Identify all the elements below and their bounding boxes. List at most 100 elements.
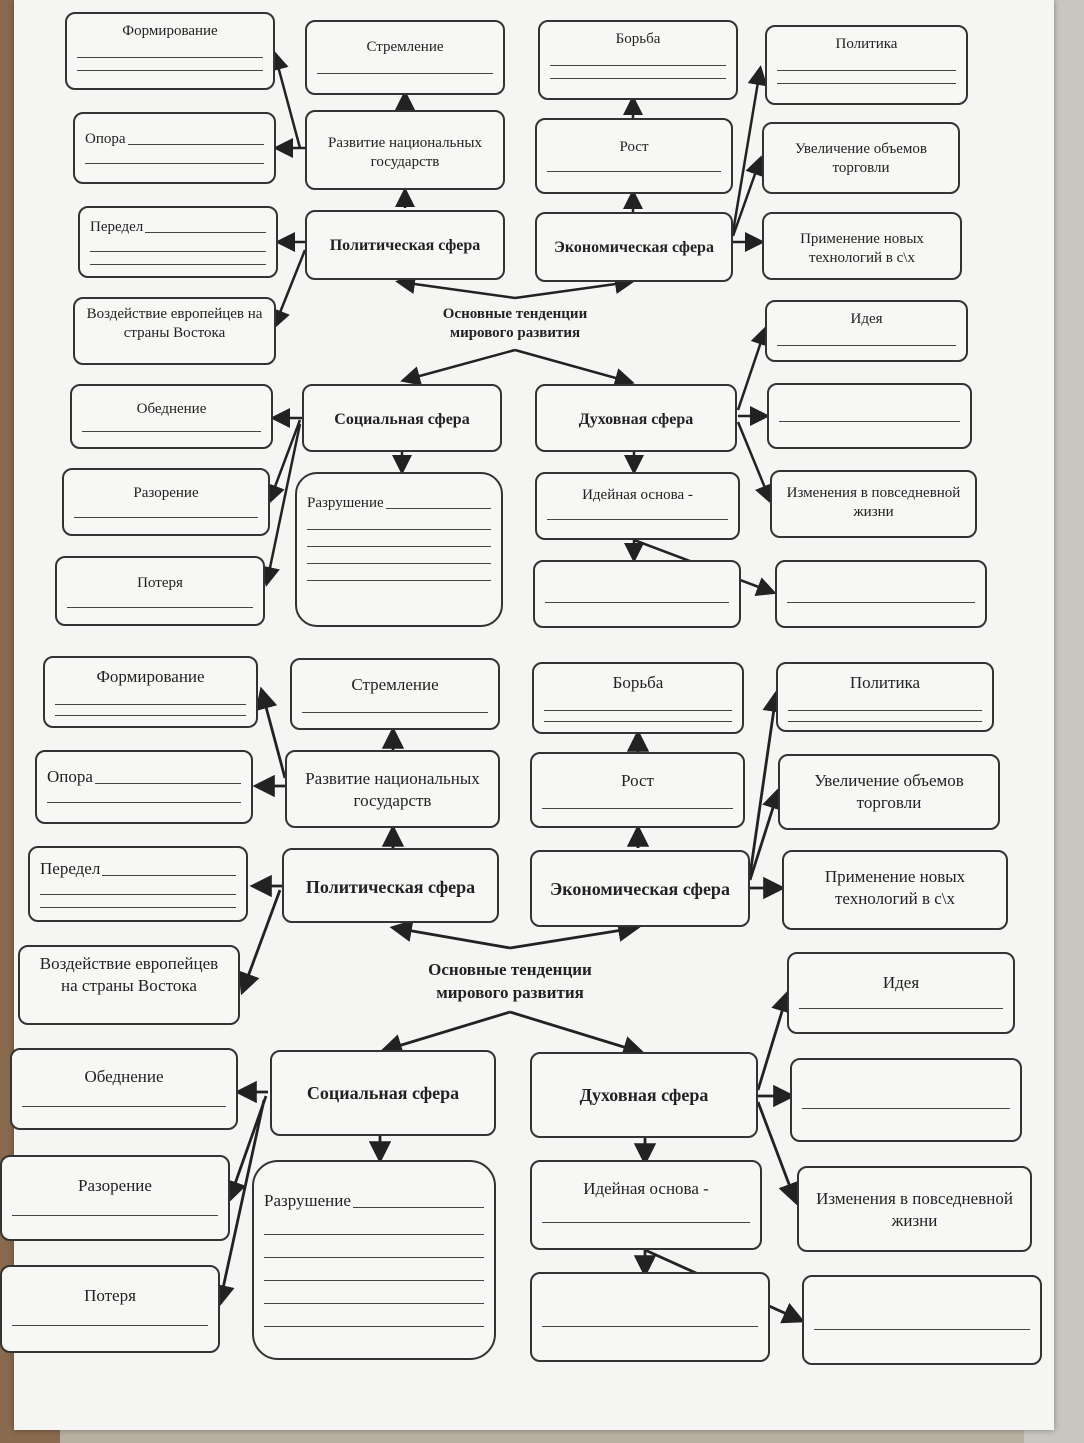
answer-line[interactable] (90, 251, 266, 252)
diagram-top: Политическая сфера Развитие национальных… (0, 0, 1084, 640)
answer-line[interactable] (550, 65, 726, 66)
tech-label: Применение новых технологий в с\х (800, 231, 924, 266)
answer-line[interactable] (55, 704, 246, 705)
policy-box: Политика (765, 25, 968, 105)
answer-line[interactable] (55, 715, 246, 716)
trade-label: Увеличение объемов торговли (794, 141, 927, 176)
answer-line[interactable] (127, 144, 264, 145)
loss-label: Потеря (84, 1286, 136, 1305)
destruction-label: Разрушение (264, 1191, 351, 1210)
answer-line[interactable] (94, 783, 241, 784)
struggle-box: Борьба (532, 662, 744, 734)
answer-line[interactable] (12, 1215, 218, 1216)
impoverishment-label: Обеднение (136, 401, 207, 417)
answer-line[interactable] (542, 1326, 758, 1327)
social-sphere-box: Социальная сфера (302, 384, 502, 452)
economic-sphere-box: Экономическая сфера (535, 212, 733, 282)
development-box: Развитие национальных государств (305, 110, 505, 190)
economic-sphere-label: Экономическая сфера (554, 239, 714, 256)
development-label: Развитие национальных государств (305, 769, 480, 810)
answer-line[interactable] (77, 57, 263, 58)
answer-line[interactable] (385, 508, 491, 509)
impoverishment-box: Обеднение (10, 1048, 238, 1130)
answer-line[interactable] (542, 1222, 750, 1223)
answer-line[interactable] (82, 431, 261, 432)
answer-line[interactable] (547, 171, 721, 172)
answer-line[interactable] (542, 808, 733, 809)
answer-line[interactable] (264, 1257, 484, 1258)
answer-line[interactable] (802, 1108, 1010, 1109)
impact-label: Воздействие европейцев на страны Востока (86, 306, 263, 341)
answer-line[interactable] (102, 875, 236, 876)
answer-line[interactable] (779, 421, 960, 422)
answer-line[interactable] (85, 163, 264, 164)
answer-line[interactable] (264, 1280, 484, 1281)
answer-line[interactable] (264, 1234, 484, 1235)
answer-line[interactable] (544, 710, 732, 711)
answer-line[interactable] (547, 519, 728, 520)
basis-answer-box (533, 560, 741, 628)
daily-label: Изменения в повседневной жизни (816, 1189, 1013, 1230)
destruction-box: Разрушение (252, 1160, 496, 1360)
answer-line[interactable] (545, 602, 729, 603)
formation-box: Формирование (65, 12, 275, 90)
answer-line[interactable] (40, 907, 236, 908)
loss-label: Потеря (137, 575, 183, 591)
answer-line[interactable] (550, 78, 726, 79)
answer-line[interactable] (814, 1329, 1030, 1330)
policy-box: Политика (776, 662, 994, 732)
answer-line[interactable] (788, 721, 982, 722)
formation-label: Формирование (96, 667, 205, 686)
redivision-label: Передел (40, 859, 101, 878)
growth-label: Рост (621, 771, 654, 790)
answer-line[interactable] (307, 529, 491, 530)
spiritual-sphere-box: Духовная сфера (530, 1052, 758, 1138)
answer-line[interactable] (145, 232, 266, 233)
struggle-label: Борьба (615, 31, 661, 47)
answer-line[interactable] (788, 710, 982, 711)
answer-line[interactable] (77, 70, 263, 71)
spiritual-sphere-box: Духовная сфера (535, 384, 737, 452)
growth-box: Рост (530, 752, 745, 828)
tech-label: Применение новых технологий в с\х (824, 867, 966, 908)
loss-box: Потеря (55, 556, 265, 626)
impact-box: Воздействие европейцев на страны Востока (73, 297, 276, 365)
daily-box: Изменения в повседневной жизни (797, 1166, 1032, 1252)
answer-line[interactable] (47, 802, 241, 803)
aspiration-label: Стремление (366, 39, 444, 55)
answer-line[interactable] (264, 1326, 484, 1327)
answer-line[interactable] (74, 517, 258, 518)
answer-line[interactable] (307, 580, 491, 581)
answer-line[interactable] (317, 73, 493, 74)
answer-line[interactable] (307, 563, 491, 564)
policy-label: Политика (849, 673, 921, 692)
answer-line[interactable] (307, 546, 491, 547)
loss-box: Потеря (0, 1265, 220, 1353)
support-label: Опора (47, 767, 93, 786)
political-sphere-label: Политическая сфера (329, 237, 481, 254)
spiritual-blank-box (790, 1058, 1022, 1142)
answer-line[interactable] (777, 345, 956, 346)
answer-line[interactable] (12, 1325, 208, 1326)
answer-line[interactable] (799, 1008, 1003, 1009)
answer-line[interactable] (352, 1207, 484, 1208)
support-box: Опора (35, 750, 253, 824)
struggle-label: Борьба (612, 673, 664, 692)
answer-line[interactable] (777, 83, 956, 84)
destruction-label: Разрушение (307, 495, 384, 511)
answer-line[interactable] (67, 607, 253, 608)
answer-line[interactable] (264, 1303, 484, 1304)
basis-box: Идейная основа - (535, 472, 740, 540)
answer-line[interactable] (90, 264, 266, 265)
idea-label: Идея (850, 311, 883, 327)
answer-line[interactable] (787, 602, 975, 603)
answer-line[interactable] (302, 712, 488, 713)
answer-line[interactable] (777, 70, 956, 71)
redivision-box: Передел (78, 206, 278, 278)
answer-line[interactable] (544, 721, 732, 722)
spiritual-blank-box (767, 383, 972, 449)
basis-answer-box (530, 1272, 770, 1362)
answer-line[interactable] (22, 1106, 226, 1107)
answer-line[interactable] (40, 894, 236, 895)
daily-answer-box (775, 560, 987, 628)
